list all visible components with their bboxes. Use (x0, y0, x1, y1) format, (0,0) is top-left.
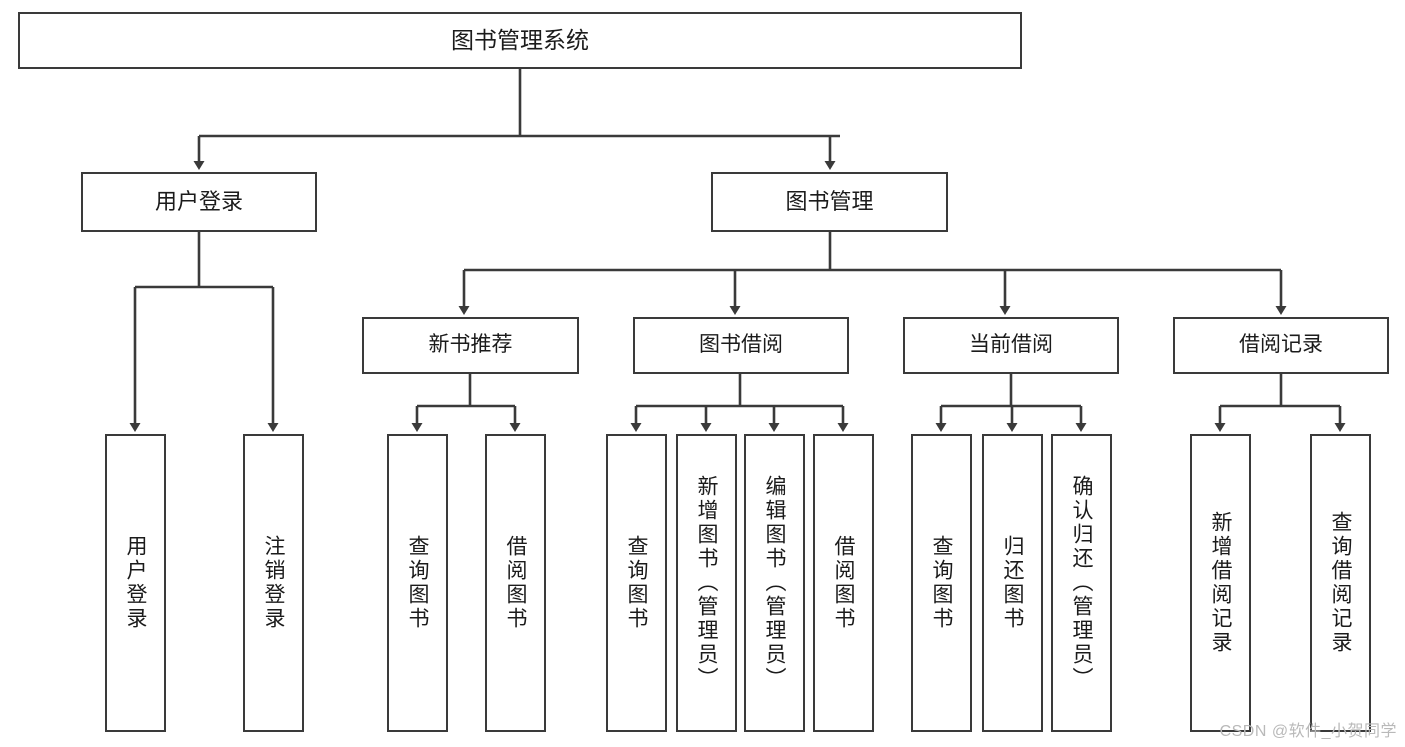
leaf-current-query-book[interactable]: 查询图书 (911, 434, 972, 732)
node-label: 用户登录 (124, 535, 147, 631)
node-book-management[interactable]: 图书管理 (711, 172, 948, 232)
node-label: 确认归还（管理员） (1070, 475, 1093, 691)
node-label: 新增图书（管理员） (695, 475, 718, 691)
leaf-logout[interactable]: 注销登录 (243, 434, 304, 732)
node-label: 借阅记录 (1239, 333, 1323, 357)
node-label: 借阅图书 (832, 535, 855, 631)
leaf-borrow-add-book-admin[interactable]: 新增图书（管理员） (676, 434, 737, 732)
node-label: 用户登录 (154, 189, 243, 215)
node-label: 编辑图书（管理员） (763, 475, 786, 691)
leaf-recommend-borrow-book[interactable]: 借阅图书 (485, 434, 546, 732)
leaf-user-login[interactable]: 用户登录 (105, 434, 166, 732)
leaf-current-return-book[interactable]: 归还图书 (982, 434, 1043, 732)
leaf-borrow-edit-book-admin[interactable]: 编辑图书（管理员） (744, 434, 805, 732)
node-book-borrow[interactable]: 图书借阅 (633, 317, 849, 374)
node-label: 借阅图书 (504, 535, 527, 631)
leaf-recommend-query-book[interactable]: 查询图书 (387, 434, 448, 732)
leaf-borrow-query-book[interactable]: 查询图书 (606, 434, 667, 732)
node-label: 归还图书 (1001, 535, 1024, 631)
node-new-book-recommend[interactable]: 新书推荐 (362, 317, 579, 374)
leaf-record-query-record[interactable]: 查询借阅记录 (1310, 434, 1371, 732)
node-label: 图书管理系统 (451, 27, 589, 54)
node-label: 查询图书 (406, 535, 429, 631)
node-label: 新书推荐 (428, 333, 513, 357)
watermark: CSDN @软件_小贺同学 (1219, 723, 1397, 740)
node-root-system[interactable]: 图书管理系统 (18, 12, 1022, 69)
leaf-borrow-lend-book[interactable]: 借阅图书 (813, 434, 874, 732)
node-user-login[interactable]: 用户登录 (81, 172, 317, 232)
leaf-current-confirm-return-admin[interactable]: 确认归还（管理员） (1051, 434, 1112, 732)
node-label: 查询图书 (625, 535, 648, 631)
node-label: 当前借阅 (969, 333, 1053, 357)
node-label: 注销登录 (262, 535, 285, 631)
node-label: 新增借阅记录 (1209, 511, 1232, 655)
node-label: 查询图书 (930, 535, 953, 631)
node-borrow-record[interactable]: 借阅记录 (1173, 317, 1389, 374)
node-current-borrow[interactable]: 当前借阅 (903, 317, 1119, 374)
node-label: 图书借阅 (699, 333, 783, 357)
node-label: 查询借阅记录 (1329, 511, 1352, 655)
leaf-record-add-record[interactable]: 新增借阅记录 (1190, 434, 1251, 732)
node-label: 图书管理 (785, 189, 874, 215)
